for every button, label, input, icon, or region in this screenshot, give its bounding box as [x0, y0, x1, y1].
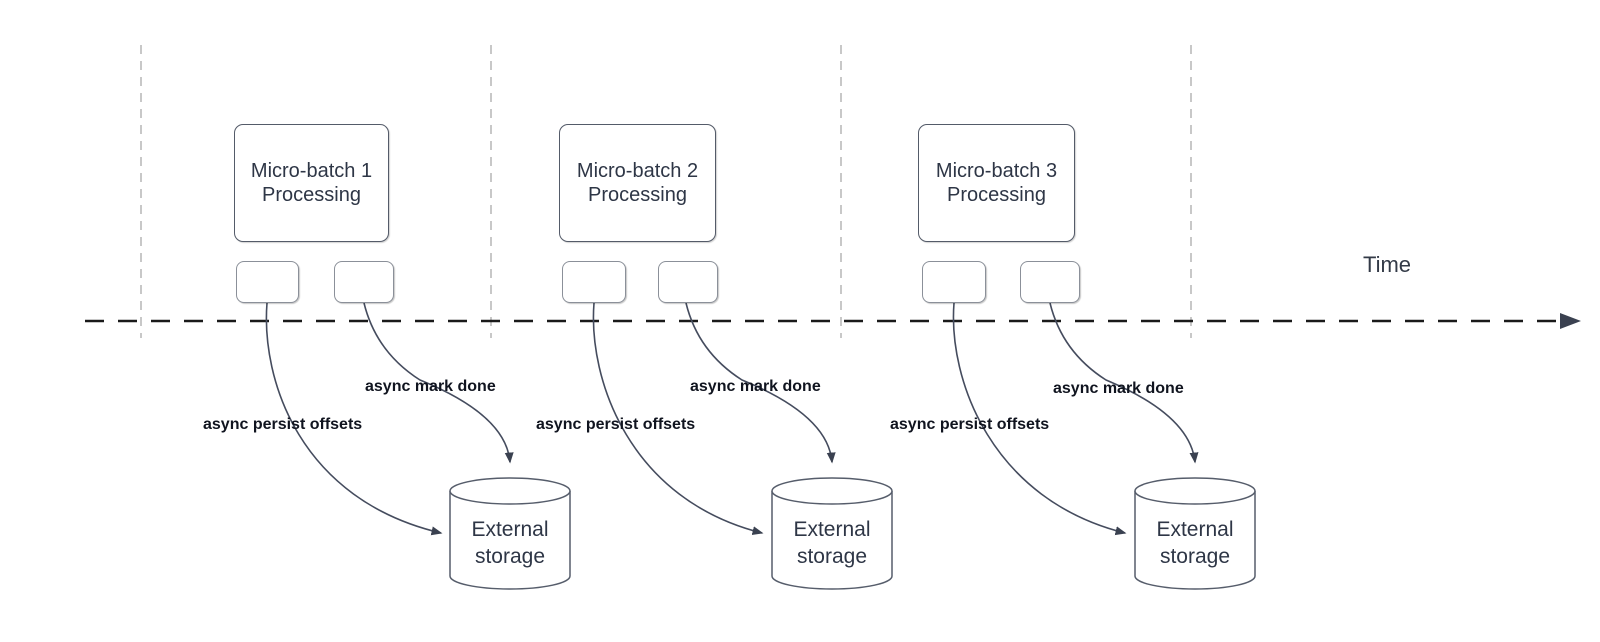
persist-offsets-arrow-3	[952, 302, 1127, 536]
persist-offsets-arrow-2	[592, 302, 764, 536]
process-box-title-line2: Processing	[947, 184, 1046, 206]
micro-batch-2-process-box: Micro-batch 2 Processing	[559, 124, 716, 242]
mark-done-arrow-2	[685, 302, 836, 464]
done-task-box-2	[658, 261, 718, 303]
storage-cylinder-2	[771, 477, 893, 590]
mark-done-label-2: async mark done	[690, 378, 821, 395]
persist-task-box-1	[236, 261, 299, 303]
persist-task-box-2	[562, 261, 626, 303]
external-storage-label-3: External storage	[1135, 516, 1255, 570]
process-box-title-line1: Micro-batch 3	[935, 160, 1058, 182]
persist-offsets-arrow-1	[265, 302, 443, 536]
time-axis-label: Time	[1362, 252, 1412, 277]
process-box-title-line2: Processing	[262, 184, 361, 206]
storage-label-line2: storage	[1159, 545, 1231, 568]
storage-label-line2: storage	[796, 545, 868, 568]
micro-batch-1-process-box: Micro-batch 1 Processing	[234, 124, 389, 242]
external-storage-label-2: External storage	[772, 516, 892, 570]
storage-cylinder-3	[1134, 477, 1256, 590]
done-task-box-1	[334, 261, 394, 303]
process-box-title-line1: Micro-batch 2	[576, 160, 699, 182]
persist-offsets-label-2: async persist offsets	[536, 416, 696, 433]
done-task-box-3	[1020, 261, 1080, 303]
mark-done-arrow-1	[363, 302, 514, 464]
storage-label-line1: External	[793, 518, 871, 541]
mark-done-label-1: async mark done	[365, 378, 496, 395]
storage-label-line1: External	[1156, 518, 1234, 541]
time-axis-arrowhead-icon	[1560, 313, 1581, 329]
process-box-title-line1: Micro-batch 1	[250, 160, 373, 182]
external-storage-label-1: External storage	[450, 516, 570, 570]
storage-label-line1: External	[471, 518, 549, 541]
mark-done-label-3: async mark done	[1053, 380, 1184, 397]
micro-batch-3-process-box: Micro-batch 3 Processing	[918, 124, 1075, 242]
mark-done-arrow-3	[1049, 302, 1199, 464]
persist-offsets-label-1: async persist offsets	[203, 416, 363, 433]
storage-label-line2: storage	[474, 545, 546, 568]
process-box-title-line2: Processing	[588, 184, 687, 206]
persist-offsets-label-3: async persist offsets	[890, 416, 1050, 433]
storage-cylinder-1	[449, 477, 571, 590]
persist-task-box-3	[922, 261, 986, 303]
